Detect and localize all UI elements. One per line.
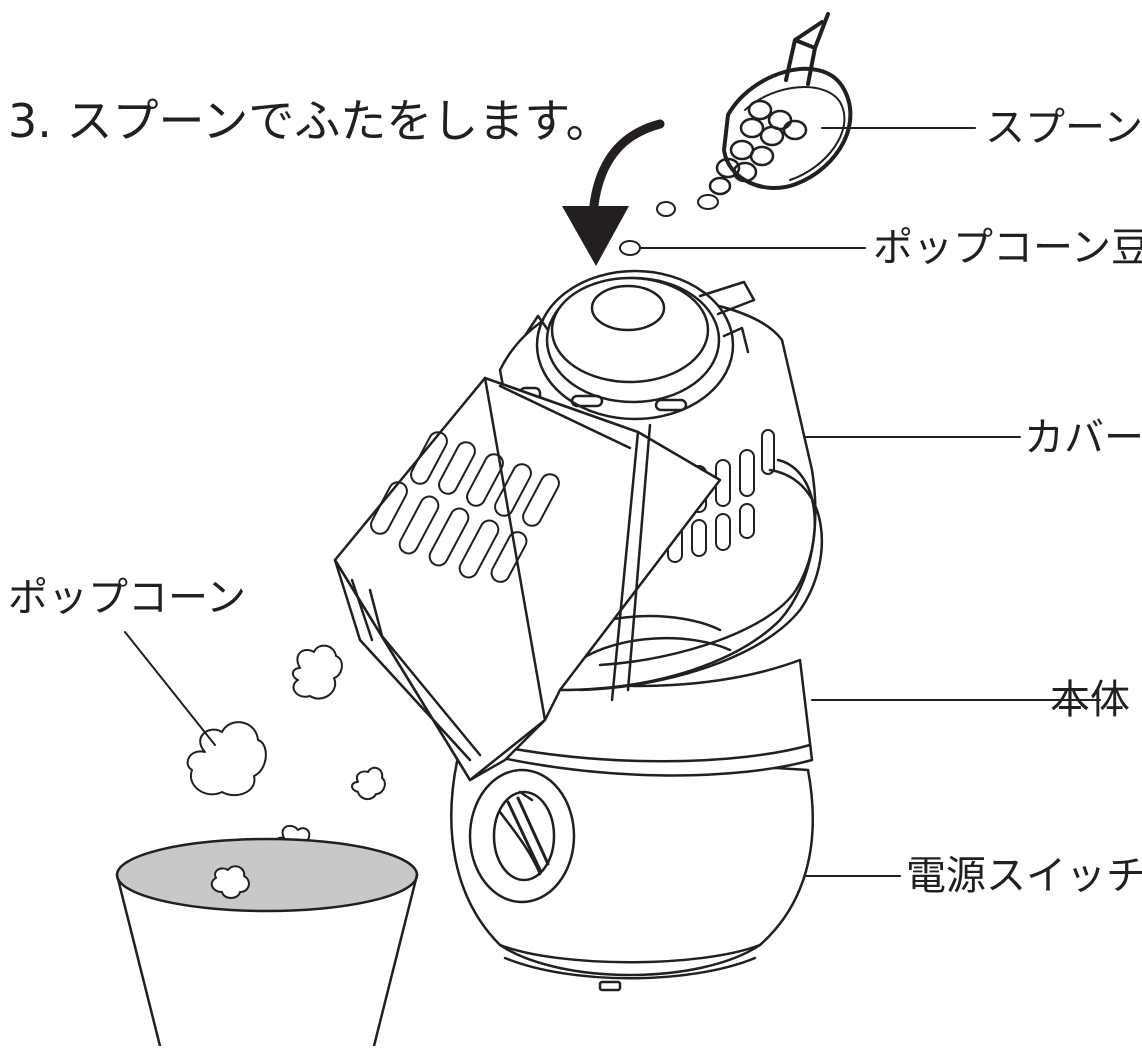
- machine-cover: [333, 269, 824, 782]
- popcorn-bowl: [115, 837, 419, 1048]
- label-power-switch: 電源スイッチ: [906, 853, 1142, 899]
- instruction-title: 3. スプーンでふたをします。: [8, 94, 612, 148]
- falling-kernels: [619, 194, 719, 256]
- power-switch: [468, 768, 576, 904]
- label-spoon: スプーン: [985, 105, 1142, 151]
- front-vent-slots: [370, 431, 560, 583]
- label-cover: カバー: [1024, 415, 1142, 461]
- curved-arrow-icon: [562, 119, 665, 266]
- spoon-icon: [708, 12, 853, 196]
- label-body: 本体: [1050, 677, 1130, 723]
- label-popcorn: ポップコーン: [8, 575, 246, 621]
- machine-body: [450, 743, 814, 992]
- label-beans: ポップコーン豆: [873, 225, 1142, 271]
